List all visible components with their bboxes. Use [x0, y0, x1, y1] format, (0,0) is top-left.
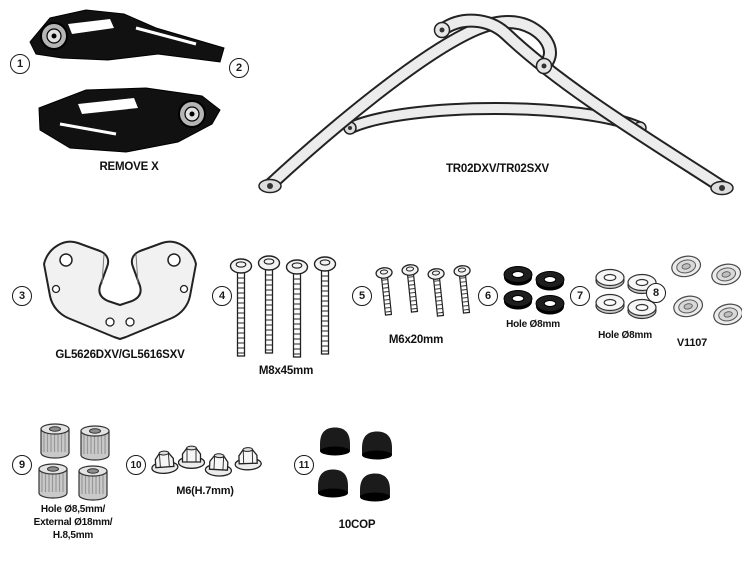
dome-cap — [362, 431, 392, 460]
dome-cap — [320, 427, 350, 456]
washers-dark-illustration — [503, 266, 565, 315]
frame-illustration — [258, 13, 734, 196]
flange-nut — [150, 449, 179, 475]
plug — [671, 293, 706, 320]
bolts-m6-illustration — [374, 263, 474, 318]
spacer — [40, 423, 70, 459]
bolt-m6 — [426, 267, 450, 318]
item-9-number-badge: 9 — [12, 455, 32, 475]
washers-light-label: Hole Ø8mm — [598, 330, 652, 341]
dome-cap — [360, 473, 390, 502]
plugs-label: V1107 — [676, 337, 708, 349]
caps-illustration — [318, 427, 392, 502]
item-7-number-badge: 7 — [570, 286, 590, 306]
washer — [535, 271, 565, 291]
spacer — [78, 465, 108, 501]
bolts-m8-illustration — [229, 255, 337, 358]
spacers-label-line3: H.8,5mm — [52, 530, 94, 541]
spacers-label-line2: External Ø18mm/ — [33, 517, 113, 528]
dome-cap — [318, 469, 348, 498]
spacer — [38, 463, 68, 499]
frame-left-tube — [263, 15, 557, 192]
item-2-number-badge: 2 — [229, 58, 249, 78]
bolt-m8 — [229, 258, 253, 357]
bolt-m8 — [285, 259, 309, 358]
bolt-m6 — [400, 263, 424, 314]
caps-label: 10COP — [338, 519, 376, 531]
plugs-illustration — [669, 253, 742, 328]
item-4-number-badge: 4 — [212, 286, 232, 306]
bolt-m6 — [452, 264, 474, 315]
nuts-illustration — [150, 445, 262, 478]
item-6-number-badge: 6 — [478, 286, 498, 306]
item-1-number-badge: 1 — [10, 54, 30, 74]
frame-label: TR02DXV/TR02SXV — [445, 163, 550, 175]
plug — [669, 253, 704, 280]
panel-upper — [29, 9, 225, 63]
nuts-label: M6(H.7mm) — [176, 485, 234, 497]
panel-lower — [38, 87, 221, 153]
bracket-label: GL5626DXV/GL5616SXV — [55, 349, 185, 361]
washer — [595, 293, 625, 315]
spacer — [80, 425, 110, 461]
flange-nut — [177, 445, 206, 469]
bolt-m8 — [257, 255, 281, 354]
bracket-illustration — [43, 240, 197, 340]
panels-label: REMOVE X — [99, 161, 159, 173]
washer — [503, 266, 533, 286]
plug — [709, 261, 742, 288]
side-panels-illustration — [29, 9, 225, 153]
flange-nut — [204, 452, 233, 478]
bolts-m6-label: M6x20mm — [388, 334, 444, 346]
washers-dark-label: Hole Ø8mm — [506, 319, 560, 330]
bolt-m6 — [374, 266, 398, 317]
item-8-number-badge: 8 — [646, 283, 666, 303]
item-10-number-badge: 10 — [126, 455, 146, 475]
frame-end-fittings — [258, 21, 734, 196]
item-3-number-badge: 3 — [12, 286, 32, 306]
spacers-illustration — [38, 423, 110, 501]
spacers-label: Hole Ø8,5mm/ External Ø18mm/ H.8,5mm — [14, 503, 132, 542]
washer — [535, 295, 565, 315]
spacers-label-line1: Hole Ø8,5mm/ — [40, 504, 106, 515]
item-5-number-badge: 5 — [352, 286, 372, 306]
plug — [711, 301, 742, 328]
flange-nut — [233, 446, 262, 471]
bolt-m8 — [313, 256, 337, 355]
item-11-number-badge: 11 — [294, 455, 314, 475]
washer — [595, 268, 625, 290]
bolts-m8-label: M8x45mm — [258, 365, 314, 377]
washer — [503, 290, 533, 310]
